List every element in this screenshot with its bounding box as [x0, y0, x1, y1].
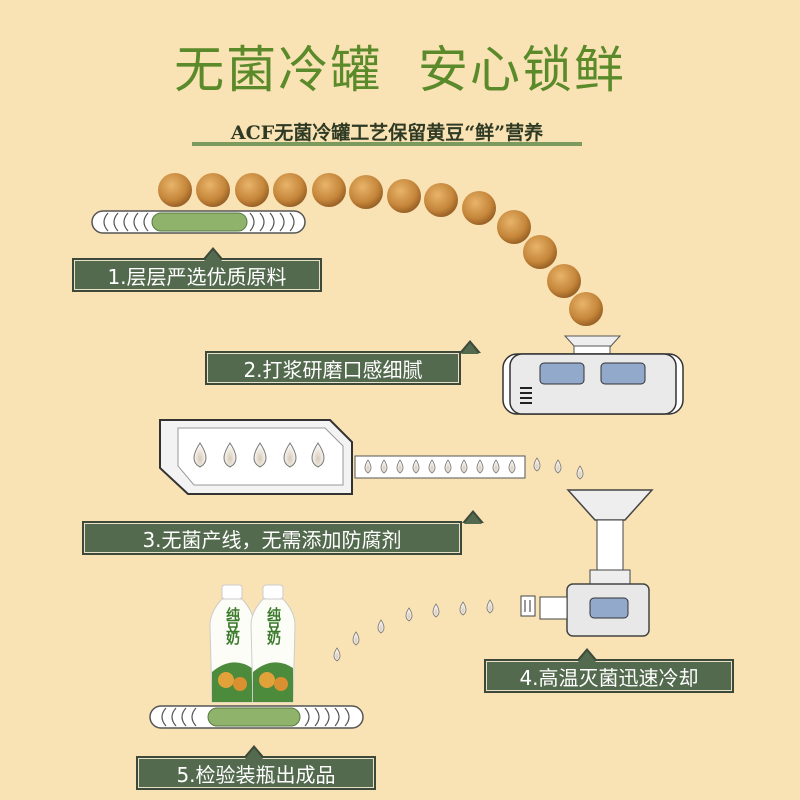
- bottle-label: 纯豆奶: [265, 606, 281, 646]
- page-subtitle: ACF无菌冷罐工艺保留黄豆“鲜”营养: [230, 122, 544, 144]
- step-1-label: 1.层层严选优质原料: [72, 247, 322, 292]
- soybeans: [158, 173, 603, 326]
- soy-milk-drops: [333, 599, 494, 662]
- grinding-machine: [502, 335, 684, 415]
- conveyor-belt-bottom: [149, 705, 364, 729]
- sterilizer-machine: [520, 489, 654, 637]
- conveyor-belt-top: [91, 210, 306, 234]
- step-5-label: 5.检验装瓶出成品: [136, 745, 376, 790]
- soy-milk-pipe: [354, 455, 584, 480]
- subtitle-underline: [192, 142, 582, 146]
- step-4-label: 4.高温灭菌迅速冷却: [484, 648, 734, 693]
- step-2-label: 2.打浆研磨口感细腻: [205, 340, 481, 385]
- step-3-label: 3.无菌产线，无需添加防腐剂: [82, 510, 484, 555]
- bottle-label: 纯豆奶: [224, 606, 240, 646]
- page-title: 无菌冷罐 安心锁鲜: [174, 41, 626, 99]
- soy-milk-bottles: 纯豆奶 纯豆奶: [209, 584, 296, 703]
- sterile-tank: [159, 419, 353, 495]
